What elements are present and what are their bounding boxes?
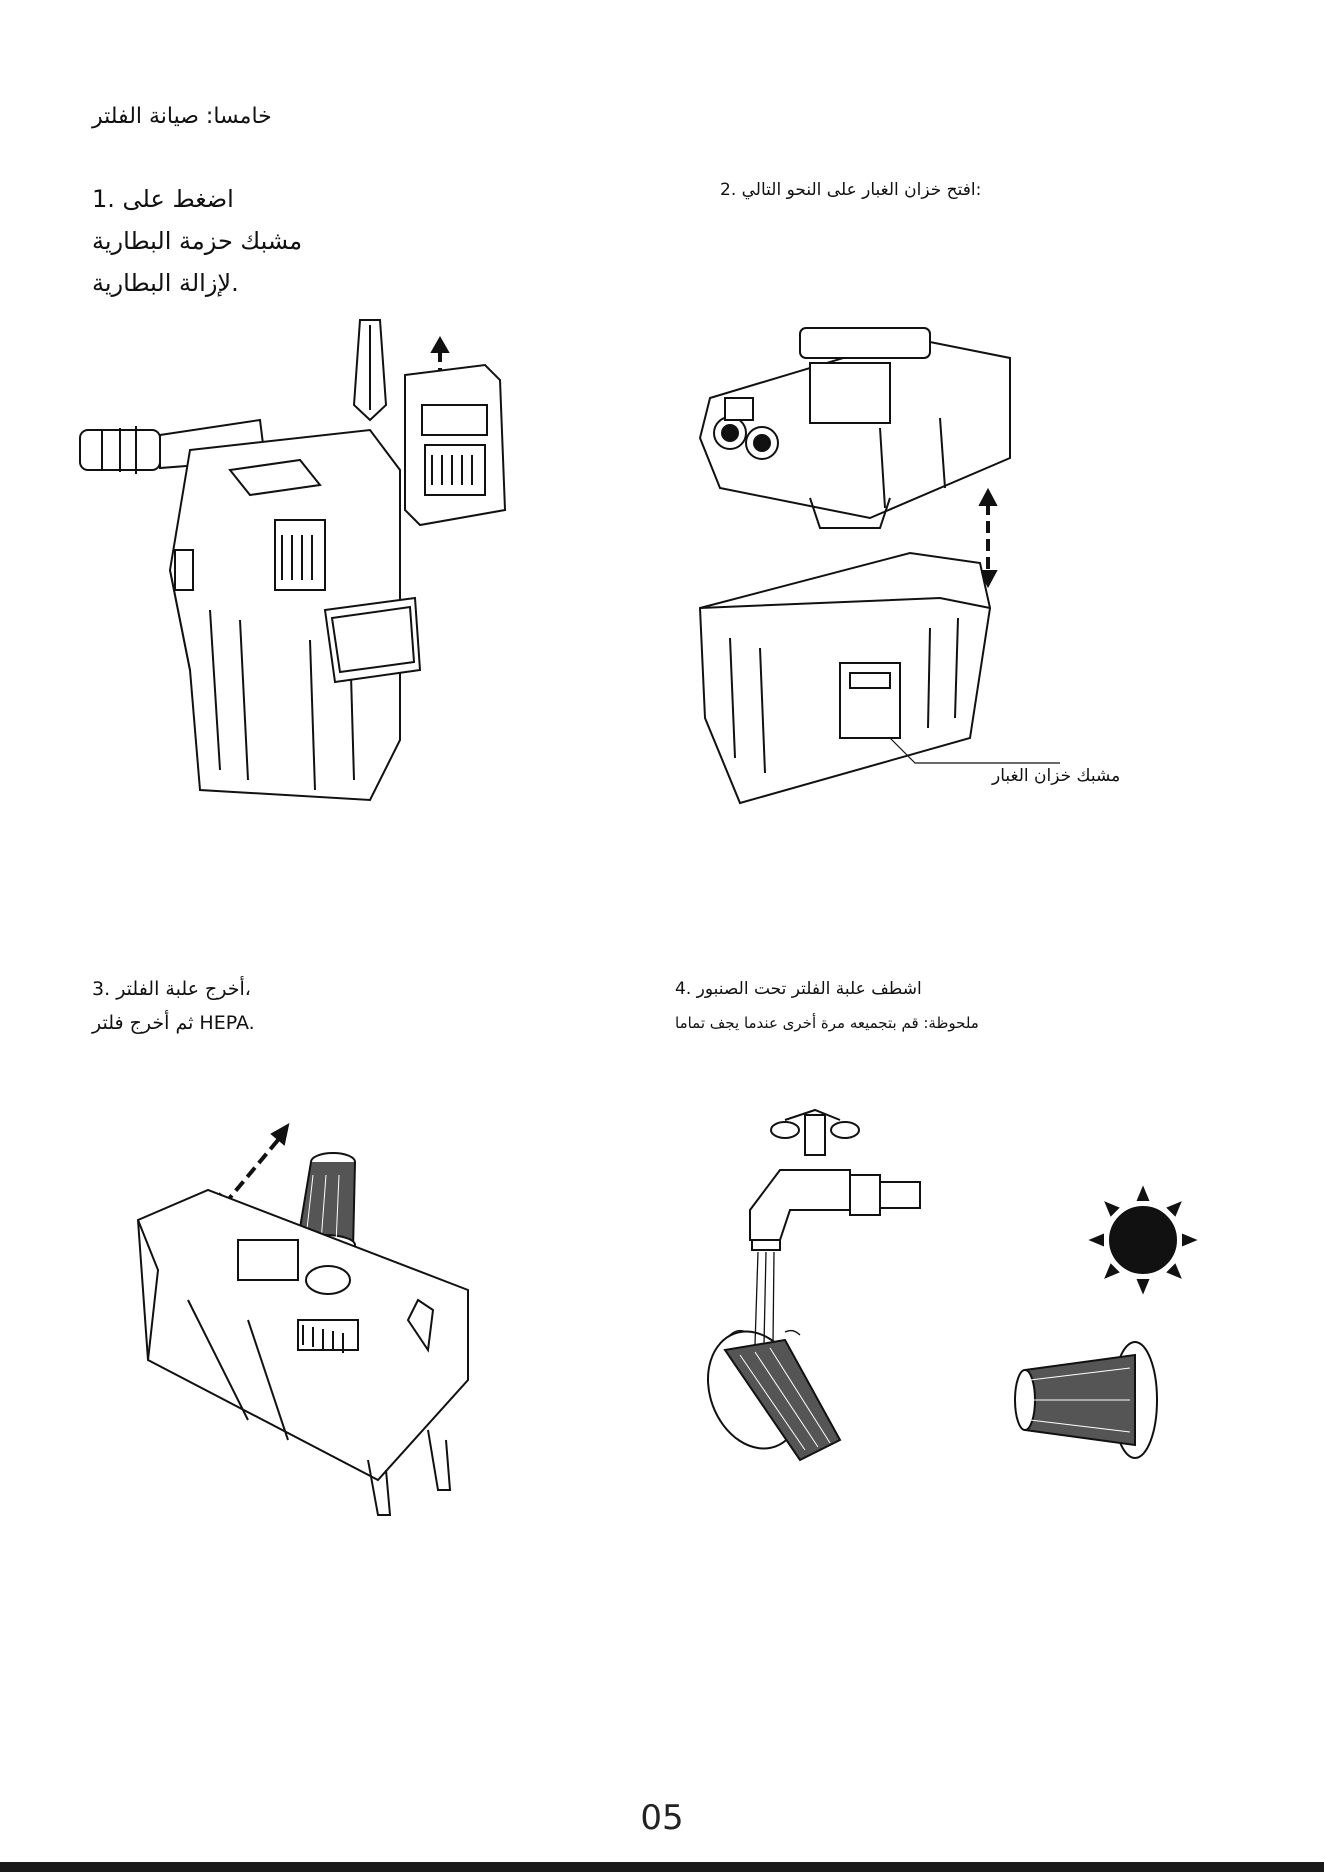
faucet-icon — [750, 1110, 920, 1250]
handle-pole-icon — [354, 320, 386, 420]
step-3-line-1: 3. أخرج علبة الفلتر، — [92, 972, 255, 1006]
wet-filter-icon — [692, 1318, 840, 1462]
page-number: 05 — [0, 1798, 1324, 1838]
step-3-number: 3. — [92, 978, 110, 1000]
vacuum-body-tilted-icon — [138, 1190, 468, 1515]
step-2-text: 2. افتح خزان الغبار على النحو التالي: — [720, 180, 981, 200]
bottom-rule — [0, 1862, 1324, 1872]
illustration-remove-filter — [128, 1120, 508, 1540]
step-1-line-1: 1. اضغط على — [92, 178, 302, 220]
step-1-number: 1. — [92, 185, 115, 213]
drying-filter-icon — [1015, 1342, 1157, 1458]
step-4-text: 4. اشطف علبة الفلتر تحت الصنبور ملحوظة: … — [675, 972, 979, 1040]
step-3-text: 3. أخرج علبة الفلتر، ثم أخرج فلتر HEPA. — [92, 972, 255, 1040]
battery-latch-plate-icon — [325, 598, 420, 682]
step-1-line-3: لإزالة البطارية. — [92, 262, 302, 304]
illustration-battery-removal — [70, 310, 510, 820]
step-3-line-2: ثم أخرج فلتر HEPA. — [92, 1006, 255, 1040]
battery-pack-icon — [405, 365, 505, 525]
step-4-note: ملحوظة: قم بتجميعه مرة أخرى عندما يجف تم… — [675, 1006, 979, 1040]
step-4-line-1: 4. اشطف علبة الفلتر تحت الصنبور — [675, 972, 979, 1006]
illustration-rinse-filter — [690, 1100, 1210, 1520]
step-1-text: 1. اضغط على مشبك حزمة البطارية لإزالة ال… — [92, 178, 302, 304]
dust-tank-clip-label: مشبك خزان الغبار — [992, 766, 1120, 786]
step-4-number: 4. — [675, 979, 691, 999]
dust-tank-icon — [700, 553, 990, 803]
illustration-open-dust-tank — [690, 318, 1030, 808]
step-1-line-2: مشبك حزمة البطارية — [92, 220, 302, 262]
motor-head-icon — [700, 328, 1010, 528]
step-2-number: 2. — [720, 180, 736, 200]
section-title: خامسا: صيانة الفلتر — [92, 104, 272, 129]
step-2-line-1: افتح خزان الغبار على النحو التالي: — [742, 180, 982, 200]
sun-icon — [1091, 1188, 1195, 1292]
